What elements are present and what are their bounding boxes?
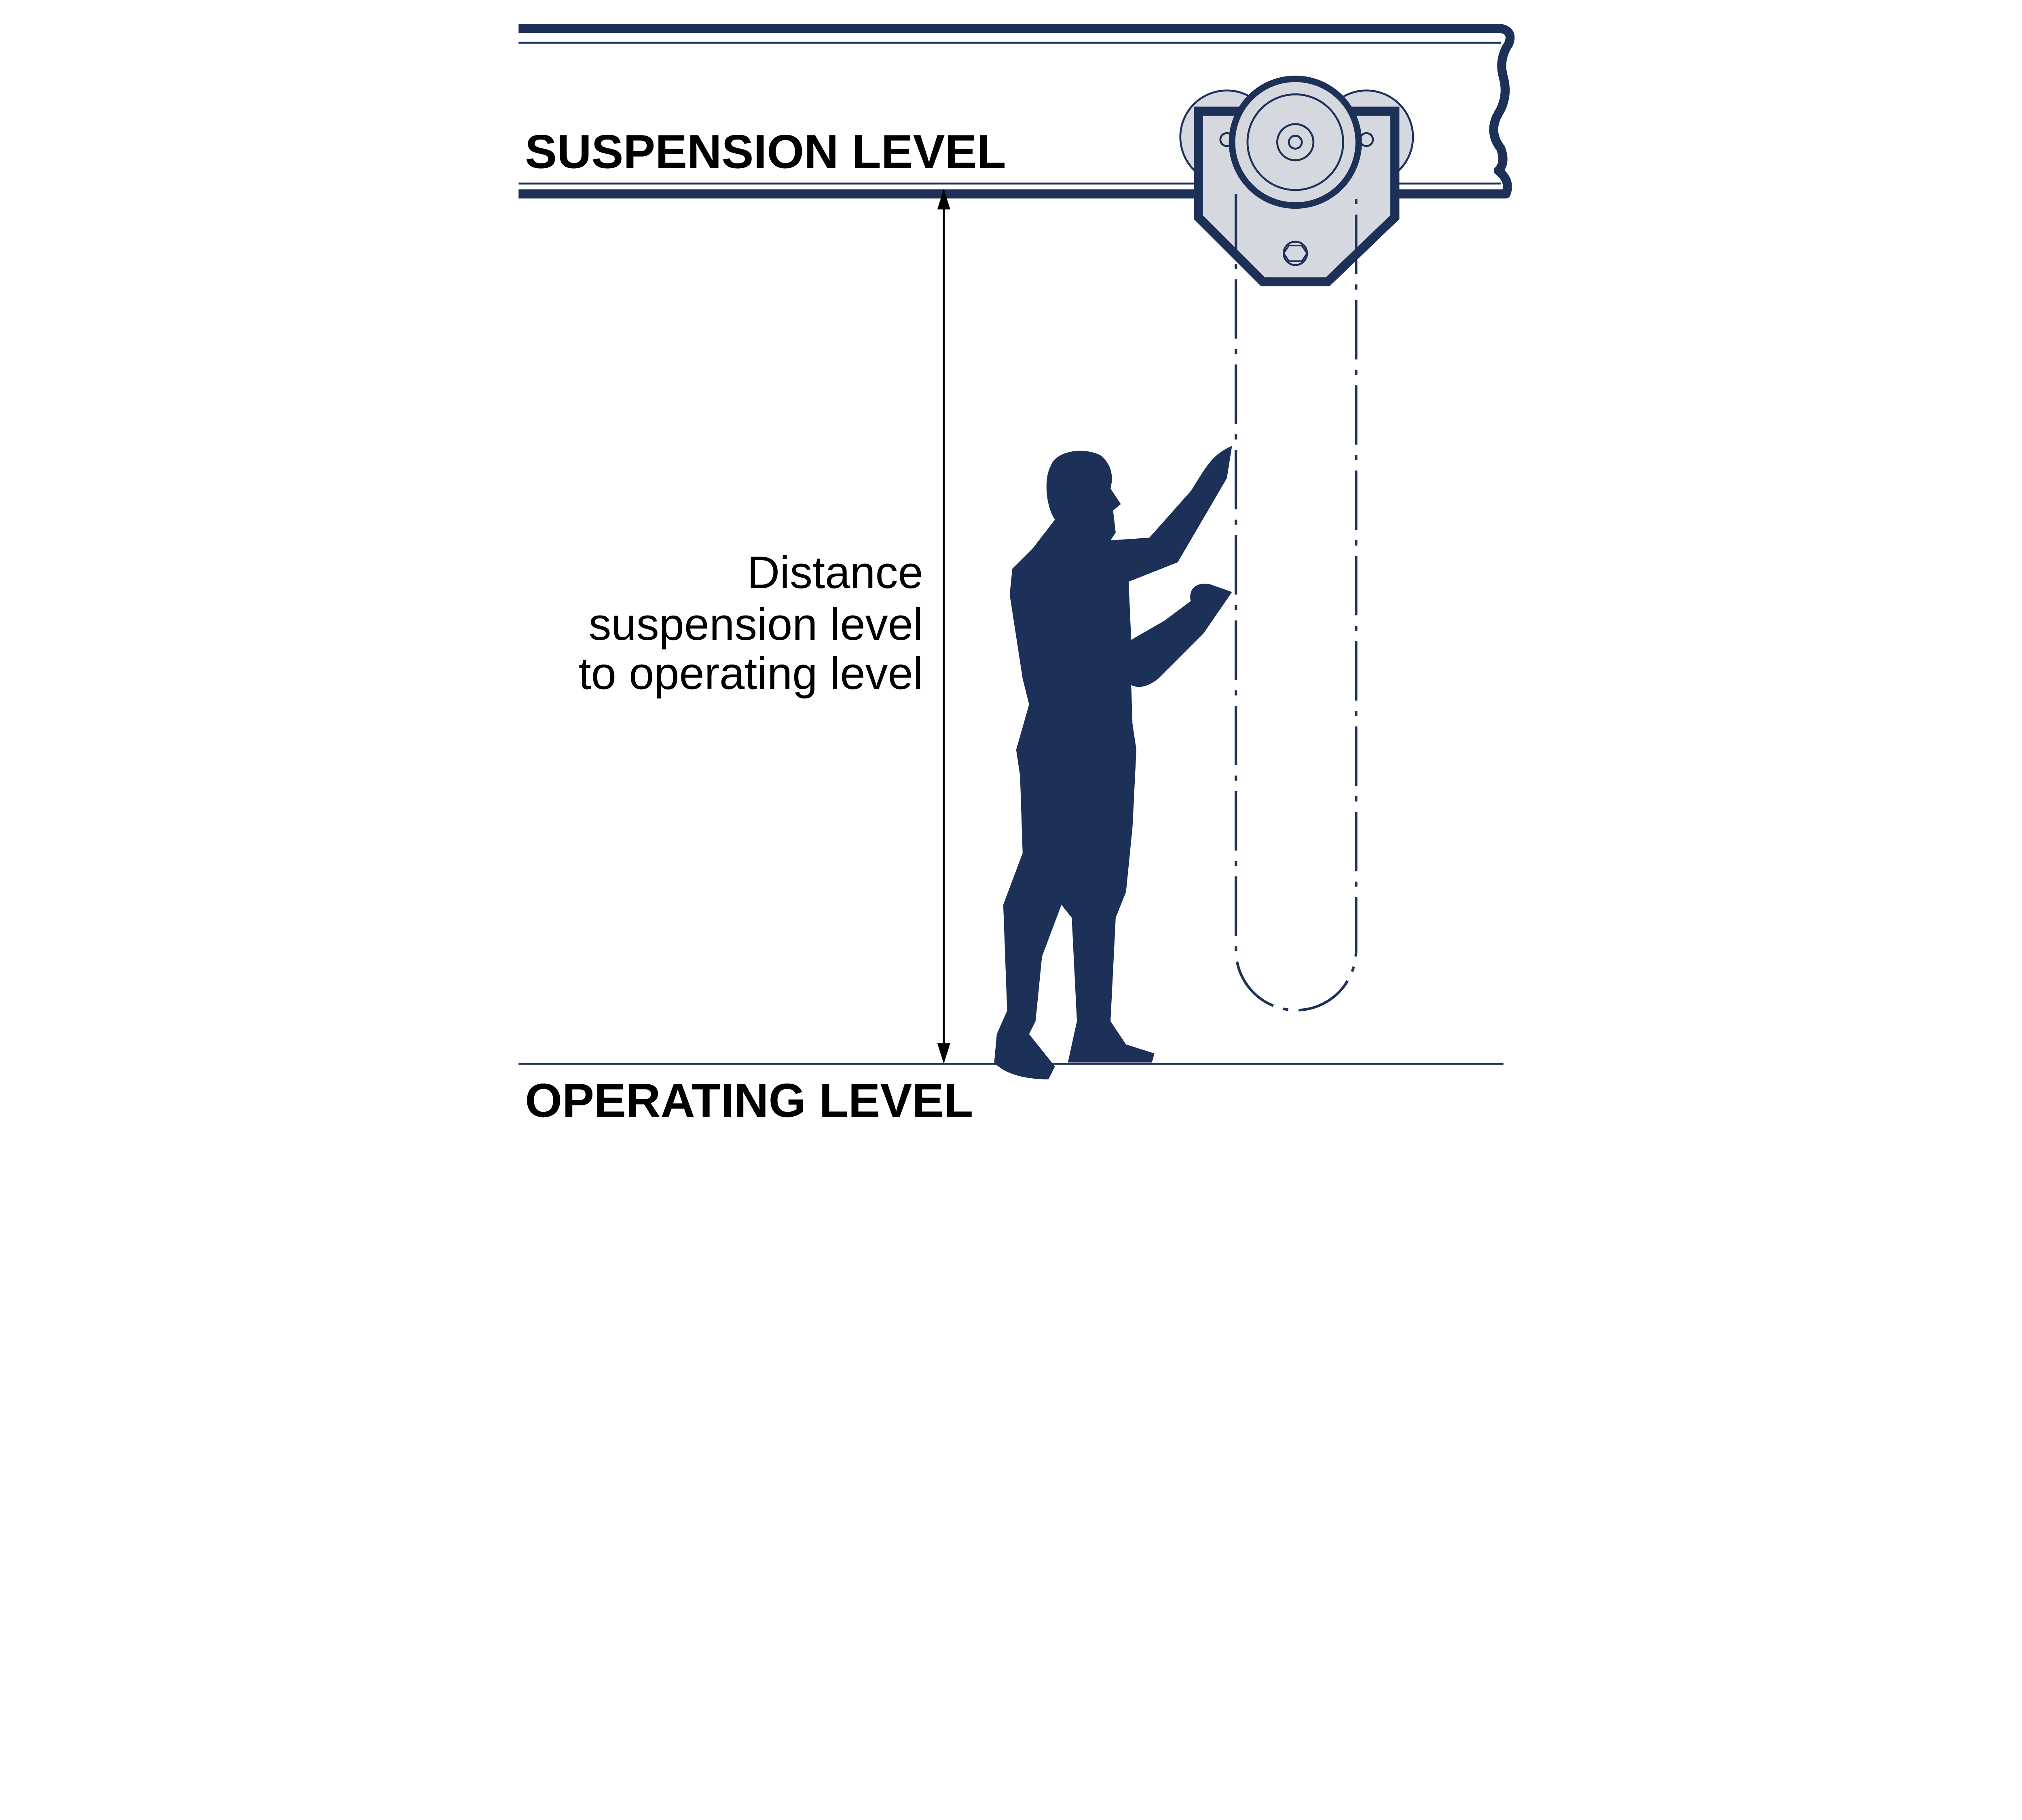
diagram-frame: SUSPENSION LEVEL Distance suspension lev… — [518, 24, 1515, 1127]
dimension-label-line3: to operating level — [579, 648, 923, 698]
chain-wheel — [1229, 75, 1362, 209]
dimension-label: Distance suspension level to operating l… — [579, 547, 923, 698]
chain-wheel-axle — [1288, 135, 1303, 150]
bolt-hex-icon — [1283, 245, 1308, 262]
suspension-level-label: SUSPENSION LEVEL — [525, 125, 1006, 178]
dimension-label-line2: suspension level — [589, 599, 923, 650]
dimension-arrow — [937, 188, 950, 1064]
chain-wheel-inner-ring — [1246, 93, 1344, 191]
dimension-label-line1: Distance — [747, 547, 923, 598]
trolley — [1179, 75, 1414, 286]
operator-silhouette — [994, 446, 1232, 1079]
arrow-up-icon — [937, 188, 950, 210]
chain-wheel-hub — [1276, 123, 1315, 161]
hoist-diagram: SUSPENSION LEVEL Distance suspension lev… — [518, 24, 1515, 1127]
arrow-down-icon — [937, 1043, 950, 1064]
operating-level-label: OPERATING LEVEL — [525, 1074, 973, 1127]
chain-loop — [1234, 194, 1358, 1012]
